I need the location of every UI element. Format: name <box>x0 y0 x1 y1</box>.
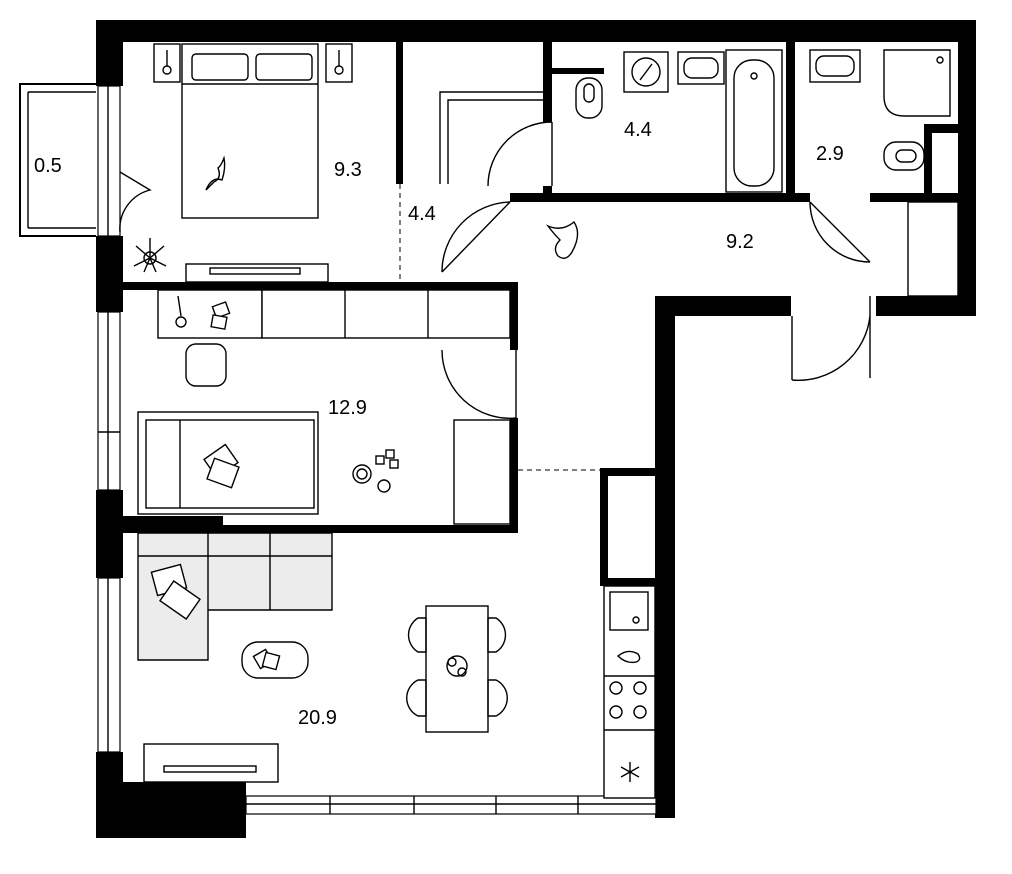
balcony <box>19 83 152 237</box>
bedroom-furniture <box>133 43 353 283</box>
bedroom-area-label: 9.3 <box>334 159 362 181</box>
bathroom-fixtures <box>575 49 783 193</box>
toys-icon <box>352 449 399 493</box>
kids-room-furniture <box>137 289 511 525</box>
doors <box>441 121 871 419</box>
living-kitchen-area-label: 20.9 <box>298 707 337 729</box>
toilet-room-fixtures <box>809 49 959 297</box>
wardrobe-area-label: 4.4 <box>408 203 436 225</box>
kids-room-area-label: 12.9 <box>328 397 367 419</box>
tv-unit <box>143 743 279 783</box>
walls <box>96 20 976 838</box>
cat-icon <box>205 155 226 191</box>
area-labels: 0.5 9.3 4.4 4.4 2.9 9.2 12.9 20.9 <box>34 119 844 729</box>
desk <box>157 289 263 339</box>
balcony-area-label: 0.5 <box>34 155 62 177</box>
hallway-area-label: 9.2 <box>726 231 754 253</box>
living-furniture <box>137 532 656 799</box>
chair <box>185 343 227 387</box>
snowflake-icon <box>620 762 640 782</box>
shower-tray <box>883 49 951 117</box>
bathroom-area-label: 4.4 <box>624 119 652 141</box>
toilet-area-label: 2.9 <box>816 143 844 165</box>
cat-icon <box>545 220 579 259</box>
dining-table <box>425 605 489 733</box>
windows <box>97 85 657 815</box>
hallway-decor <box>439 91 579 259</box>
plant-icon <box>133 238 167 273</box>
